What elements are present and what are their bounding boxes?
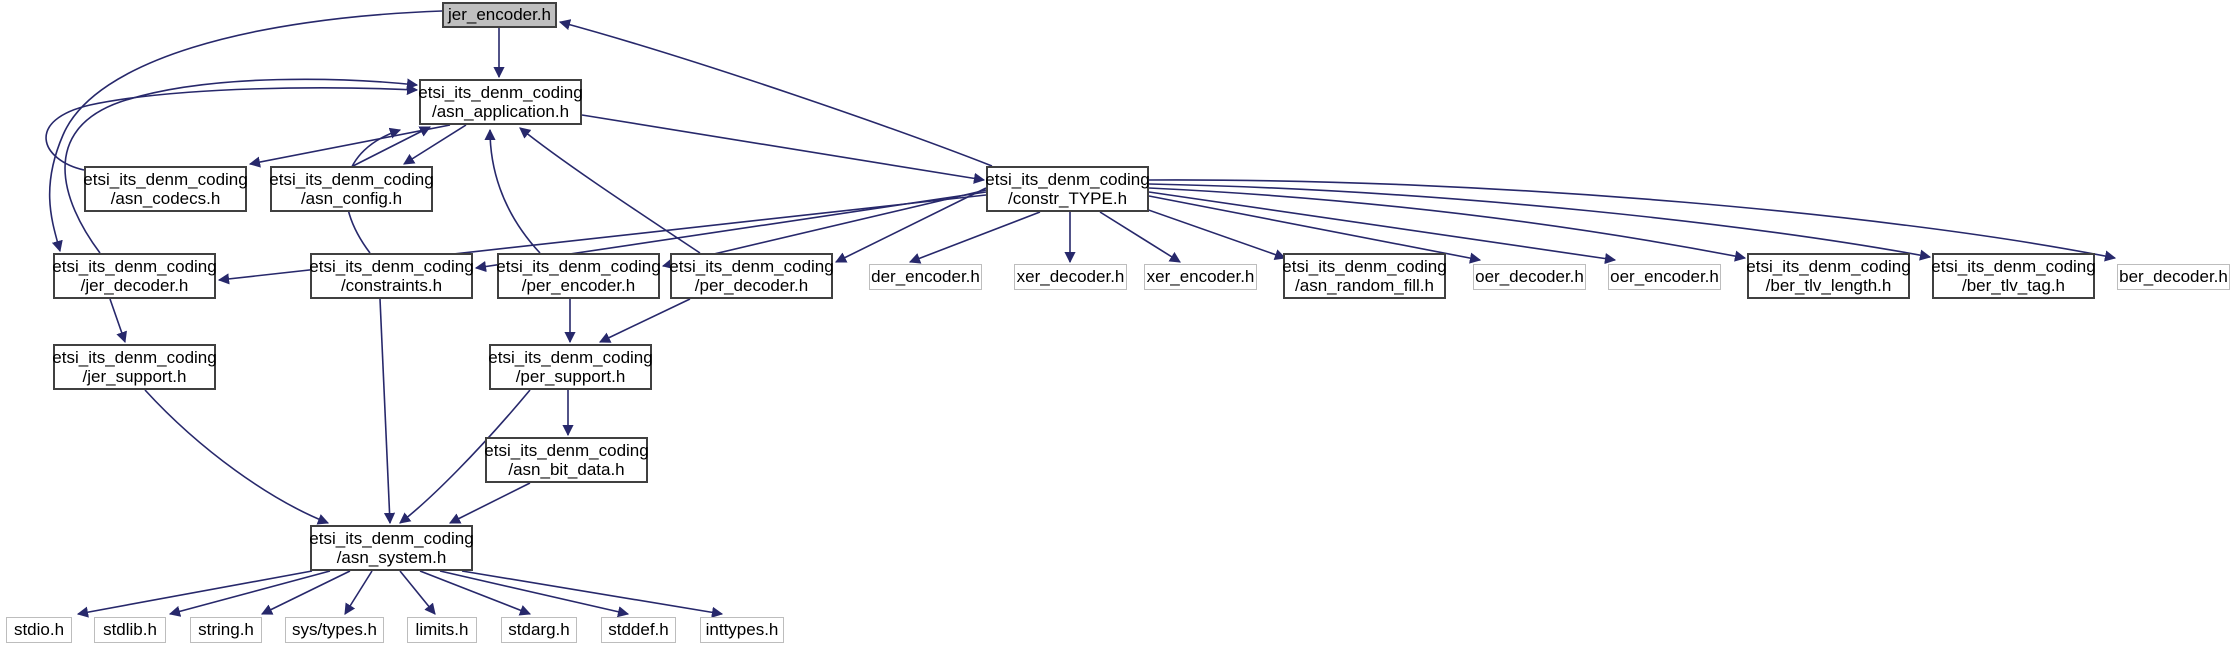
graph-edge-asn_config-to-asn_application [352, 126, 431, 167]
graph-node-label: etsi_its_denm_coding /ber_tlv_tag.h [1931, 256, 2096, 295]
graph-node-jer_encoder[interactable]: jer_encoder.h [442, 2, 557, 28]
graph-node-label: etsi_its_denm_coding /jer_decoder.h [52, 256, 217, 295]
graph-node-label: oer_decoder.h [1475, 267, 1584, 287]
graph-node-ber_tlv_length[interactable]: etsi_its_denm_coding /ber_tlv_length.h [1746, 253, 1911, 299]
graph-node-label: etsi_its_denm_coding /asn_system.h [309, 528, 474, 567]
graph-node-label: etsi_its_denm_coding /per_support.h [488, 347, 653, 386]
graph-edge-jer_support-to-asn_system [144, 389, 330, 525]
graph-node-label: ber_decoder.h [2119, 267, 2228, 287]
graph-edge-per_decoder-to-per_support [598, 298, 691, 343]
graph-edge-constr_TYPE-to-per_decoder [834, 187, 987, 263]
graph-node-limits[interactable]: limits.h [407, 617, 477, 643]
graph-node-asn_random_fill[interactable]: etsi_its_denm_coding /asn_random_fill.h [1282, 253, 1447, 299]
graph-node-label: stdio.h [13, 620, 65, 640]
graph-node-jer_support[interactable]: etsi_its_denm_coding /jer_support.h [52, 344, 217, 390]
graph-edge-constraints-to-asn_system [379, 298, 396, 525]
graph-edge-asn_system-to-stdarg [419, 570, 532, 616]
graph-edge-asn_codecs-to-asn_application [45, 83, 419, 171]
graph-node-label: etsi_its_denm_coding /asn_random_fill.h [1282, 256, 1447, 295]
graph-node-label: etsi_its_denm_coding /asn_config.h [269, 169, 434, 208]
graph-node-stdio[interactable]: stdio.h [6, 617, 72, 643]
graph-node-systypes[interactable]: sys/types.h [285, 617, 384, 643]
graph-node-asn_config[interactable]: etsi_its_denm_coding /asn_config.h [269, 166, 434, 212]
graph-node-ber_decoder[interactable]: ber_decoder.h [2117, 264, 2230, 290]
graph-node-label: etsi_its_denm_coding /asn_codecs.h [83, 169, 248, 208]
graph-node-label: stddef.h [608, 620, 669, 640]
graph-node-stdlib[interactable]: stdlib.h [94, 617, 166, 643]
graph-node-label: etsi_its_denm_coding /per_decoder.h [669, 256, 834, 295]
graph-node-per_support[interactable]: etsi_its_denm_coding /per_support.h [488, 344, 653, 390]
graph-node-oer_decoder[interactable]: oer_decoder.h [1473, 264, 1586, 290]
graph-edge-constr_TYPE-to-ber_decoder [1148, 179, 2117, 262]
graph-edge-asn_system-to-string [260, 570, 351, 615]
graph-edge-constr_TYPE-to-oer_encoder [1148, 191, 1617, 265]
graph-node-label: stdlib.h [103, 620, 157, 640]
graph-node-label: etsi_its_denm_coding /per_encoder.h [496, 256, 661, 295]
graph-node-label: xer_decoder.h [1016, 267, 1125, 287]
graph-node-label: xer_encoder.h [1146, 267, 1255, 287]
graph-node-asn_codecs[interactable]: etsi_its_denm_coding /asn_codecs.h [83, 166, 248, 212]
graph-edge-asn_application-to-asn_codecs [248, 124, 451, 168]
graph-node-stdarg[interactable]: stdarg.h [501, 617, 577, 643]
graph-edge-asn_system-to-stdlib [168, 570, 331, 617]
graph-node-label: oer_encoder.h [1610, 267, 1719, 287]
graph-node-label: der_encoder.h [871, 267, 980, 287]
graph-node-constr_TYPE[interactable]: etsi_its_denm_coding /constr_TYPE.h [985, 166, 1150, 212]
graph-edge-per_decoder-to-asn_application [519, 127, 701, 254]
graph-node-label: etsi_its_denm_coding /constraints.h [309, 256, 474, 295]
graph-node-jer_decoder[interactable]: etsi_its_denm_coding /jer_decoder.h [52, 253, 217, 299]
graph-node-per_encoder[interactable]: etsi_its_denm_coding /per_encoder.h [496, 253, 661, 299]
graph-edge-constr_TYPE-to-oer_decoder [1148, 195, 1482, 264]
graph-node-inttypes[interactable]: inttypes.h [700, 617, 784, 643]
graph-node-per_decoder[interactable]: etsi_its_denm_coding /per_decoder.h [669, 253, 834, 299]
graph-node-der_encoder[interactable]: der_encoder.h [869, 264, 982, 290]
graph-node-xer_decoder[interactable]: xer_decoder.h [1014, 264, 1127, 290]
graph-node-ber_tlv_tag[interactable]: etsi_its_denm_coding /ber_tlv_tag.h [1931, 253, 2096, 299]
graph-edge-asn_application-to-constr_TYPE [581, 114, 986, 184]
graph-node-label: sys/types.h [291, 620, 378, 640]
graph-edge-asn_application-to-asn_config [403, 124, 467, 165]
graph-edge-constr_TYPE-to-xer_encoder [1099, 211, 1181, 263]
graph-edge-asn_bit_data-to-asn_system [448, 482, 531, 524]
graph-node-xer_encoder[interactable]: xer_encoder.h [1144, 264, 1257, 290]
graph-node-asn_bit_data[interactable]: etsi_its_denm_coding /asn_bit_data.h [484, 437, 649, 483]
graph-node-string[interactable]: string.h [190, 617, 262, 643]
graph-node-constraints[interactable]: etsi_its_denm_coding /constraints.h [309, 253, 474, 299]
graph-node-asn_system[interactable]: etsi_its_denm_coding /asn_system.h [309, 525, 474, 571]
graph-node-label: etsi_its_denm_coding /asn_application.h [418, 82, 583, 121]
graph-node-asn_application[interactable]: etsi_its_denm_coding /asn_application.h [418, 79, 583, 125]
graph-edge-asn_system-to-limits [399, 570, 436, 615]
graph-node-stddef[interactable]: stddef.h [601, 617, 676, 643]
graph-node-label: etsi_its_denm_coding /jer_support.h [52, 347, 217, 386]
graph-node-oer_encoder[interactable]: oer_encoder.h [1608, 264, 1721, 290]
graph-node-label: inttypes.h [705, 620, 779, 640]
graph-edge-per_encoder-to-asn_application [484, 128, 541, 254]
graph-edge-asn_system-to-stddef [439, 570, 630, 618]
graph-node-label: etsi_its_denm_coding /constr_TYPE.h [985, 169, 1150, 208]
graph-node-label: etsi_its_denm_coding /ber_tlv_length.h [1746, 256, 1911, 295]
graph-node-label: stdarg.h [508, 620, 570, 640]
graph-edge-jer_decoder-to-jer_support [109, 298, 127, 344]
graph-edge-jer_encoder-to-jer_decoder [48, 10, 443, 253]
graph-edge-constr_TYPE-to-jer_encoder [558, 19, 993, 167]
graph-node-label: string.h [198, 620, 254, 640]
graph-edge-constr_TYPE-to-der_encoder [908, 211, 1041, 264]
graph-node-label: jer_encoder.h [447, 5, 552, 25]
graph-edge-constr_TYPE-to-ber_tlv_tag [1148, 183, 1932, 261]
graph-edge-constr_TYPE-to-ber_tlv_length [1148, 187, 1747, 262]
graph-node-label: etsi_its_denm_coding /asn_bit_data.h [484, 440, 649, 479]
graph-edge-asn_system-to-systypes [344, 570, 373, 615]
graph-edge-asn_system-to-stdio [76, 570, 313, 618]
graph-edge-asn_system-to-inttypes [461, 570, 724, 618]
graph-node-label: limits.h [415, 620, 469, 640]
